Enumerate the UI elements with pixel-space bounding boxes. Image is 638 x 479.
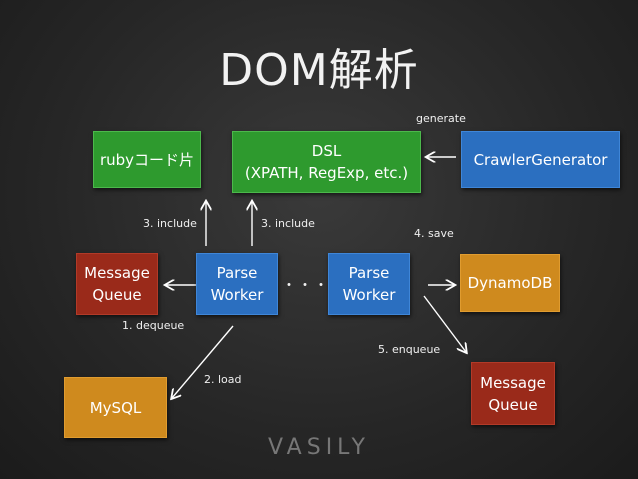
crawler-generator-box: CrawlerGenerator bbox=[461, 131, 620, 188]
label-generate: generate bbox=[416, 112, 466, 125]
parse-worker-1-line1: Parse bbox=[216, 264, 258, 282]
label-include-2: 3. include bbox=[261, 217, 315, 230]
label-enqueue: 5. enqueue bbox=[378, 343, 441, 356]
dsl-sub-label: (XPATH, RegExp, etc.) bbox=[244, 164, 409, 182]
parse-worker-2-box: Parse Worker bbox=[328, 253, 410, 315]
dsl-box: DSL (XPATH, RegExp, etc.) bbox=[232, 131, 421, 193]
parse-worker-1-line2: Worker bbox=[210, 286, 264, 304]
footer-logo: VASILY bbox=[268, 435, 370, 460]
ruby-code-label: rubyコード片 bbox=[99, 150, 195, 169]
ruby-code-box: rubyコード片 bbox=[93, 131, 201, 188]
label-dequeue: 1. dequeue bbox=[122, 319, 185, 332]
ellipsis: ・・・ bbox=[282, 278, 330, 294]
slide-title: DOM解析 bbox=[219, 45, 419, 96]
arrow-load bbox=[172, 325, 234, 398]
dynamodb-label: DynamoDB bbox=[467, 274, 553, 292]
crawler-generator-label: CrawlerGenerator bbox=[473, 150, 608, 169]
message-queue-left-box: Message Queue bbox=[76, 253, 158, 315]
message-queue-left-line2: Queue bbox=[92, 286, 142, 304]
mysql-label: MySQL bbox=[89, 398, 142, 417]
arrow-enqueue bbox=[423, 295, 466, 352]
dynamodb-box: DynamoDB bbox=[460, 254, 560, 312]
parse-worker-1-box: Parse Worker bbox=[196, 253, 278, 315]
label-save: 4. save bbox=[414, 227, 454, 240]
mysql-box: MySQL bbox=[64, 377, 167, 438]
message-queue-right-box: Message Queue bbox=[471, 362, 555, 425]
message-queue-right-line2: Queue bbox=[488, 395, 538, 414]
message-queue-right-line1: Message bbox=[480, 373, 546, 392]
message-queue-left-line1: Message bbox=[84, 264, 150, 282]
label-load: 2. load bbox=[204, 373, 242, 386]
parse-worker-2-line2: Worker bbox=[342, 286, 396, 304]
label-include-1: 3. include bbox=[143, 217, 197, 230]
parse-worker-2-line1: Parse bbox=[348, 264, 390, 282]
dsl-label: DSL bbox=[311, 142, 342, 160]
